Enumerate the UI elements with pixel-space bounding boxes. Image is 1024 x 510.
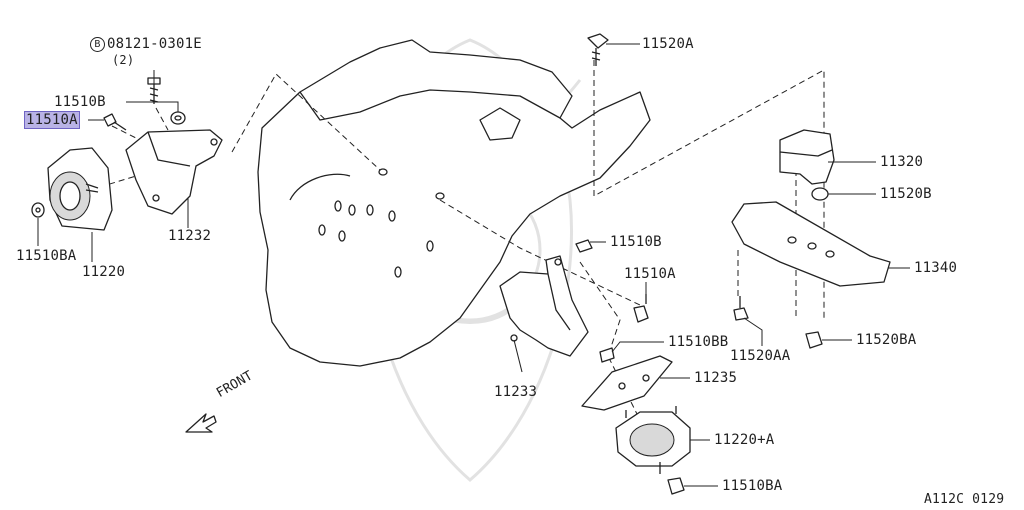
part-11220A-insulator <box>615 406 691 474</box>
part-11520BA-nut <box>805 331 823 349</box>
callout-11520A[interactable]: 11520A <box>642 36 694 52</box>
callout-11510A-mid[interactable]: 11510A <box>624 266 676 282</box>
callout-bolt-spec-number: 08121-0301E <box>107 36 202 52</box>
callout-11520B[interactable]: 11520B <box>880 186 932 202</box>
callout-11510B-mid[interactable]: 11510B <box>610 234 662 250</box>
part-11340-crossmember <box>731 201 891 287</box>
b-circle-icon: B <box>90 37 105 52</box>
callout-11233[interactable]: 11233 <box>494 384 538 400</box>
callout-11220[interactable]: 11220 <box>82 264 126 280</box>
callout-11510B-top[interactable]: 11510B <box>54 94 106 110</box>
part-11510BA-washer <box>31 202 45 218</box>
engine-block <box>257 39 651 367</box>
callout-11510BA-bottom[interactable]: 11510BA <box>722 478 783 494</box>
part-11520A-bolt <box>587 33 609 66</box>
part-11232-bracket <box>125 129 223 215</box>
callout-11220A[interactable]: 11220+A <box>714 432 775 448</box>
callout-11520AA[interactable]: 11520AA <box>730 348 791 364</box>
part-11510BB-nut <box>599 347 615 363</box>
leader-lines <box>37 43 910 487</box>
part-11220-insulator <box>47 147 113 231</box>
part-11510B-nut-top <box>170 111 186 125</box>
footer-code: A112C 0129 <box>924 492 1005 507</box>
part-11520B-nut <box>811 187 829 201</box>
part-11510A-bolt-top <box>103 113 127 131</box>
callout-11232[interactable]: 11232 <box>168 228 212 244</box>
callout-11320[interactable]: 11320 <box>880 154 924 170</box>
part-11233-bracket <box>499 255 589 357</box>
part-11510BA-nut-bottom <box>667 477 685 495</box>
part-11235-plate <box>581 355 673 411</box>
part-11510B-bolt-mid <box>575 239 593 253</box>
part-11320-insulator <box>779 129 835 185</box>
callout-11340[interactable]: 11340 <box>914 260 958 276</box>
callout-11510BA-left[interactable]: 11510BA <box>16 248 77 264</box>
part-11510A-bolt-mid <box>633 294 649 323</box>
part-11520AA-bolt <box>733 296 749 321</box>
front-arrow-icon <box>185 413 217 433</box>
callout-11510BB[interactable]: 11510BB <box>668 334 729 350</box>
callout-11520BA[interactable]: 11520BA <box>856 332 917 348</box>
callout-11510A-top-highlighted[interactable]: 11510A <box>24 111 80 129</box>
callout-11235[interactable]: 11235 <box>694 370 738 386</box>
callout-bolt-spec-qty: (2) <box>112 53 135 67</box>
